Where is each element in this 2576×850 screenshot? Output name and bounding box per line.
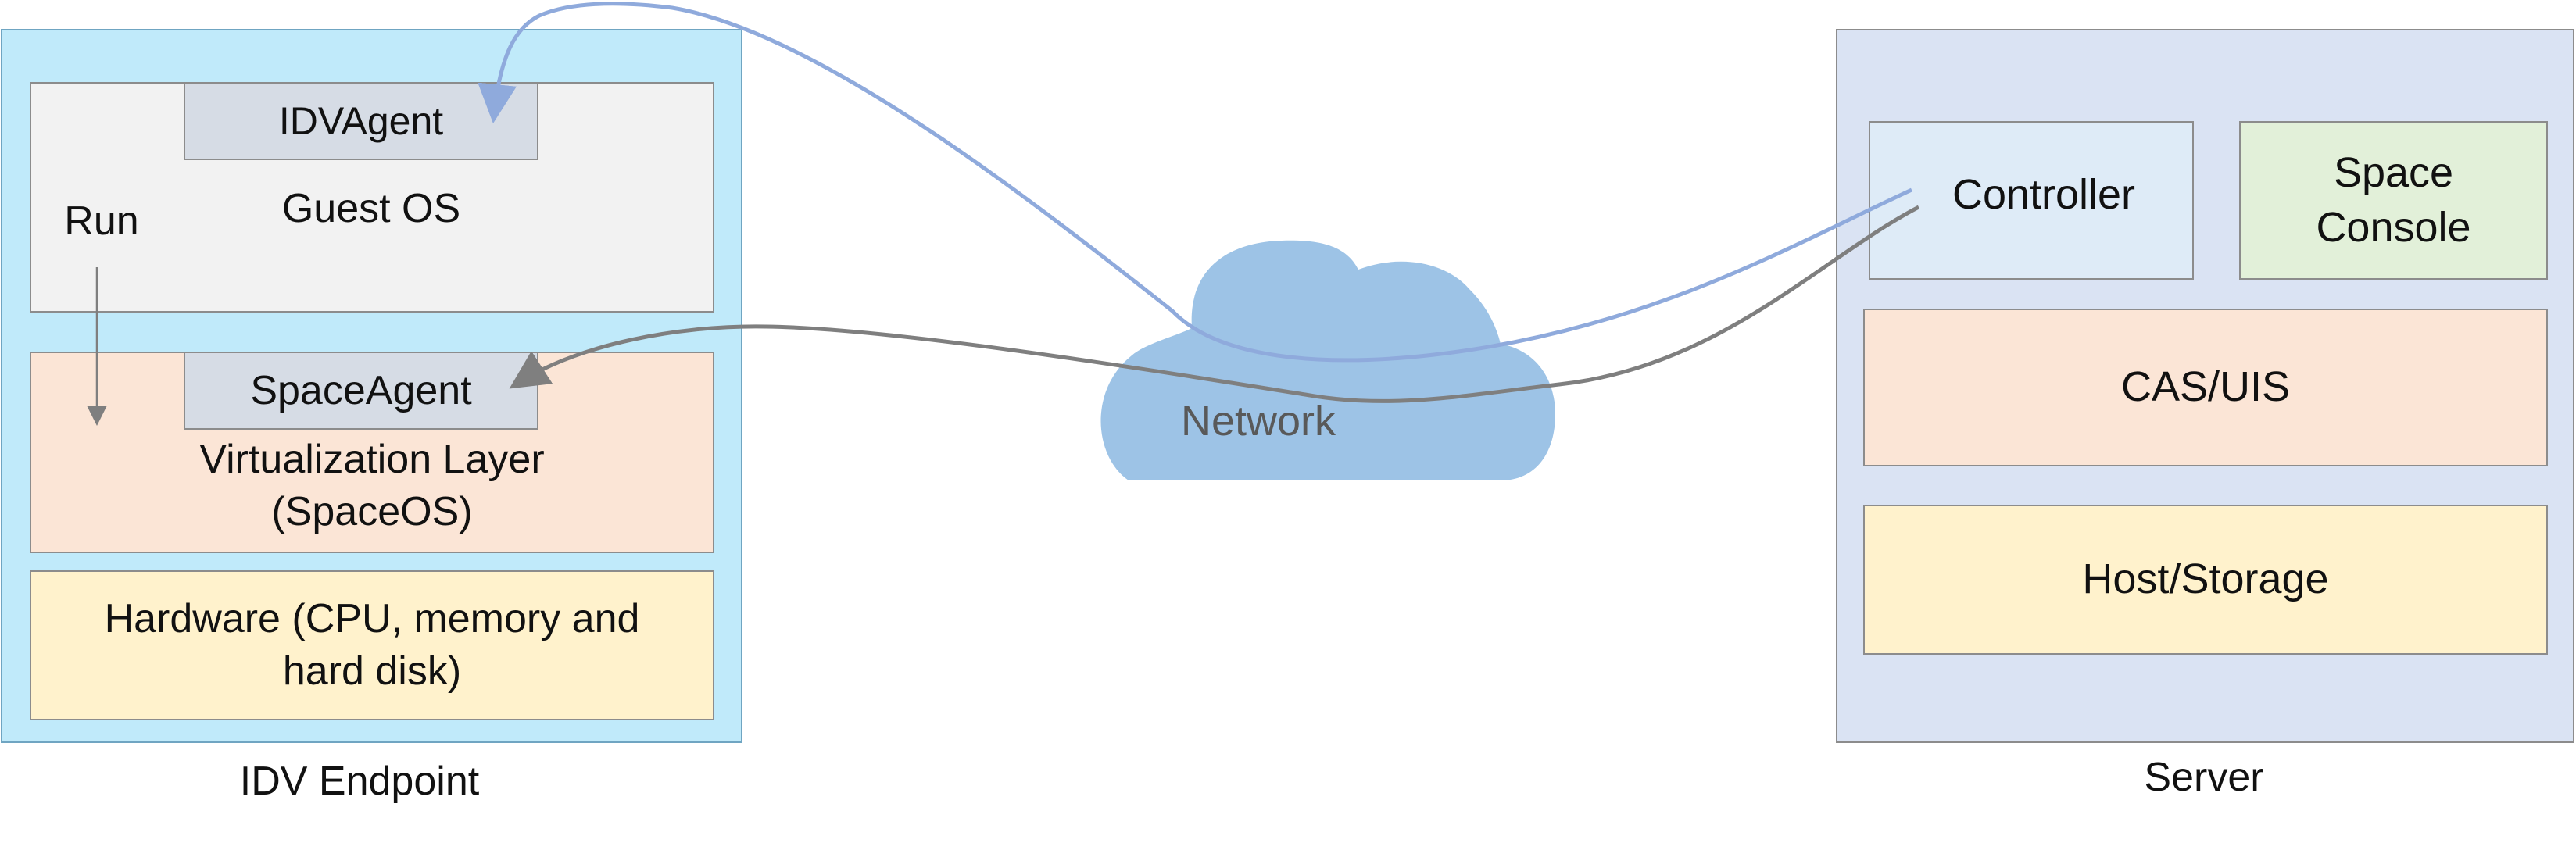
guest-os-label: Guest OS (281, 185, 461, 231)
controller-box (1869, 121, 2194, 280)
spaceagent-box (184, 352, 538, 430)
server-title: Server (2144, 754, 2264, 800)
host-storage-box (1863, 505, 2548, 655)
host-storage-label: Host/Storage (2082, 555, 2329, 603)
hardware-box (30, 570, 714, 720)
cas-uis-label: CAS/UIS (2120, 363, 2291, 411)
spaceagent-controller-connector (509, 205, 1920, 403)
controller-label: Controller (1952, 171, 2136, 219)
idv-endpoint-title: IDV Endpoint (239, 758, 480, 804)
idvagent-controller-connector (478, 2, 1913, 362)
cas-uis-box (1863, 309, 2548, 466)
spaceagent-label: SpaceAgent (250, 367, 472, 413)
virtualization-layer-label: Virtualization Layer (SpaceOS) (199, 437, 545, 534)
space-console-box (2239, 121, 2548, 280)
hardware-label: Hardware (CPU, memory and hard disk) (104, 596, 640, 694)
run-label: Run (64, 198, 139, 244)
idvagent-label: IDVAgent (278, 99, 444, 143)
space-console-label: Space Console (2316, 149, 2471, 251)
network-label: Network (1181, 398, 1336, 445)
